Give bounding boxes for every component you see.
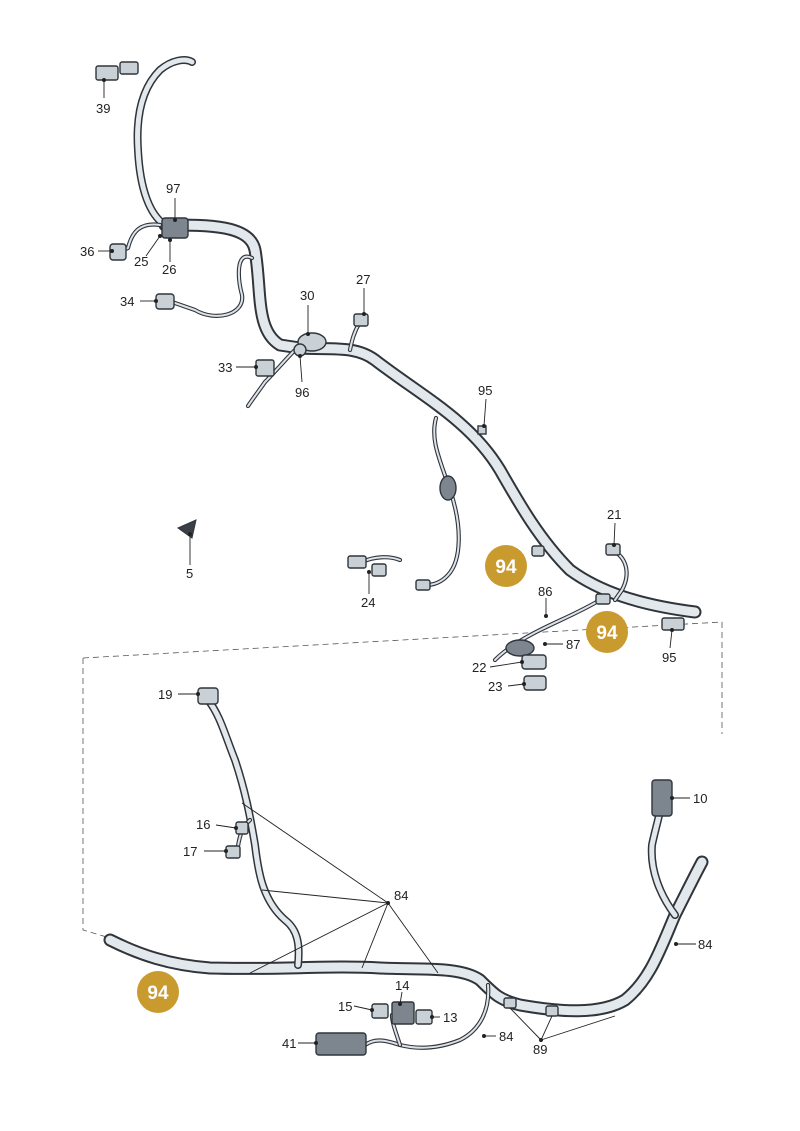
callout-14: 14 [395,978,409,993]
callout-95-upper: 95 [478,383,492,398]
callout-25: 25 [134,254,148,269]
callout-39: 39 [96,101,110,116]
bracket-95-lower [661,617,685,631]
connector-13 [415,1009,433,1025]
badge-94-text: 94 [596,623,618,644]
callout-21: 21 [607,507,621,522]
callout-16: 16 [196,817,210,832]
callout-33: 33 [218,360,232,375]
callout-96: 96 [295,385,309,400]
connector-22 [521,654,547,670]
sensor-87 [505,639,535,657]
sensor-plug [415,579,431,591]
callout-87: 87 [566,637,580,652]
assembly-frame [82,621,723,939]
lower-harness [103,687,709,1056]
callout-24: 24 [361,595,375,610]
leader-lines [98,78,696,1045]
clip-94a [531,545,545,557]
badge-94-upper-left: 94 [485,545,527,587]
upper-harness [95,56,702,691]
connector-24 [347,555,367,569]
connector-27 [353,313,369,327]
callout-5: 5 [186,566,193,581]
badge-94-text: 94 [495,557,517,578]
callout-30: 30 [300,288,314,303]
direction-arrow-icon [176,519,197,539]
clip-86 [595,593,611,605]
connector-15 [371,1003,389,1019]
callout-13: 13 [443,1010,457,1025]
connector-39b [119,61,139,75]
connector-36 [109,243,127,261]
callout-17: 17 [183,844,197,859]
callout-36: 36 [80,244,94,259]
badge-94-upper-right: 94 [586,611,628,653]
badge-94-lower: 94 [137,971,179,1013]
callout-15: 15 [338,999,352,1014]
callout-22: 22 [472,660,486,675]
callout-34: 34 [120,294,134,309]
connector-33 [255,359,275,377]
callout-41: 41 [282,1036,296,1051]
connector-14 [391,1001,415,1025]
callout-84-fan: 84 [394,888,408,903]
connector-10 [651,779,673,817]
clip-89a [503,997,517,1009]
module-41 [315,1032,367,1056]
connector-17 [225,845,241,859]
badge-94-text: 94 [147,983,169,1004]
sensor-grommet [439,475,457,501]
callout-95-lower: 95 [662,650,676,665]
connector-24b [371,563,387,577]
callout-labels: 39 97 36 25 26 34 30 27 33 96 95 21 5 24… [80,101,712,1057]
connector-19 [197,687,219,705]
connector-39 [95,65,119,81]
callout-86: 86 [538,584,552,599]
callout-23: 23 [488,679,502,694]
connector-23 [523,675,547,691]
callout-10: 10 [693,791,707,806]
callout-19: 19 [158,687,172,702]
callout-27: 27 [356,272,370,287]
connector-34 [155,293,175,310]
callout-26: 26 [162,262,176,277]
callout-89: 89 [533,1042,547,1057]
callout-97: 97 [166,181,180,196]
clip-89b [545,1005,559,1017]
callout-84-right: 84 [698,937,712,952]
callout-84-bottom: 84 [499,1029,513,1044]
